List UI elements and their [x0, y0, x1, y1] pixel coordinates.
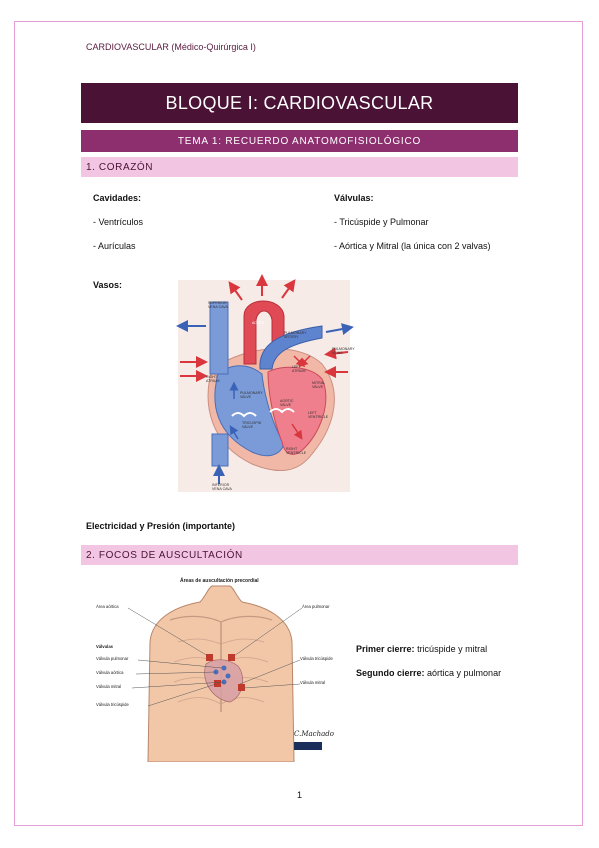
label-v-tricuspide: Válvula tricúspide: [96, 702, 129, 707]
primer-cierre-value: tricúspide y mitral: [417, 644, 488, 654]
valvulas-label: Válvulas:: [334, 193, 374, 203]
label-v-pulmonar: Válvula pulmonar: [96, 656, 129, 661]
electricity-note: Electricidad y Presión (importante): [86, 521, 236, 531]
segundo-cierre-label: Segundo cierre:: [356, 668, 425, 678]
label-aorta: AORTA: [252, 321, 265, 325]
page-subtitle: TEMA 1: RECUERDO ANATOMOFISIOLÓGICO: [81, 130, 518, 152]
label-v-tricuspide-right: Válvula tricúspide: [300, 656, 333, 661]
vasos-label: Vasos:: [93, 280, 123, 290]
cavidades-label: Cavidades:: [93, 193, 142, 203]
page-title: BLOQUE I: CARDIOVASCULAR: [81, 83, 518, 123]
signature: C.Machado: [294, 730, 334, 738]
cavidades-item: - Ventrículos: [93, 217, 144, 227]
cavidades-item: - Aurículas: [93, 241, 136, 251]
label-area-pulmonar: Área pulmonar: [302, 604, 330, 609]
label-v-mitral: Válvula mitral: [96, 684, 121, 689]
label-area-aortica: Área aórtica: [96, 604, 119, 609]
page-border: [14, 21, 583, 826]
page-number: 1: [296, 790, 302, 800]
auscultation-diagram: Áreas de auscultación precordial Área aó…: [96, 577, 334, 762]
label-v-mitral-right: Válvula mitral: [300, 680, 325, 685]
section-heading-auscultacion: 2. FOCOS DE AUSCULTACIÓN: [81, 545, 518, 565]
section-heading-corazon: 1. CORAZÓN: [81, 157, 518, 177]
label-v-aortica: Válvula aórtica: [96, 670, 124, 675]
valvulas-item: - Tricúspide y Pulmonar: [334, 217, 429, 227]
segundo-cierre: Segundo cierre: aórtica y pulmonar: [356, 668, 501, 678]
running-header: CARDIOVASCULAR (Médico-Quirúrgica I): [86, 42, 256, 52]
primer-cierre-label: Primer cierre:: [356, 644, 415, 654]
segundo-cierre-value: aórtica y pulmonar: [427, 668, 502, 678]
publisher-logo: [294, 742, 322, 750]
figure-title: Áreas de auscultación precordial: [180, 577, 259, 584]
label-valvulas: Válvulas: [96, 644, 114, 649]
primer-cierre: Primer cierre: tricúspide y mitral: [356, 644, 487, 654]
valvulas-item: - Aórtica y Mitral (la única con 2 valva…: [334, 241, 491, 251]
